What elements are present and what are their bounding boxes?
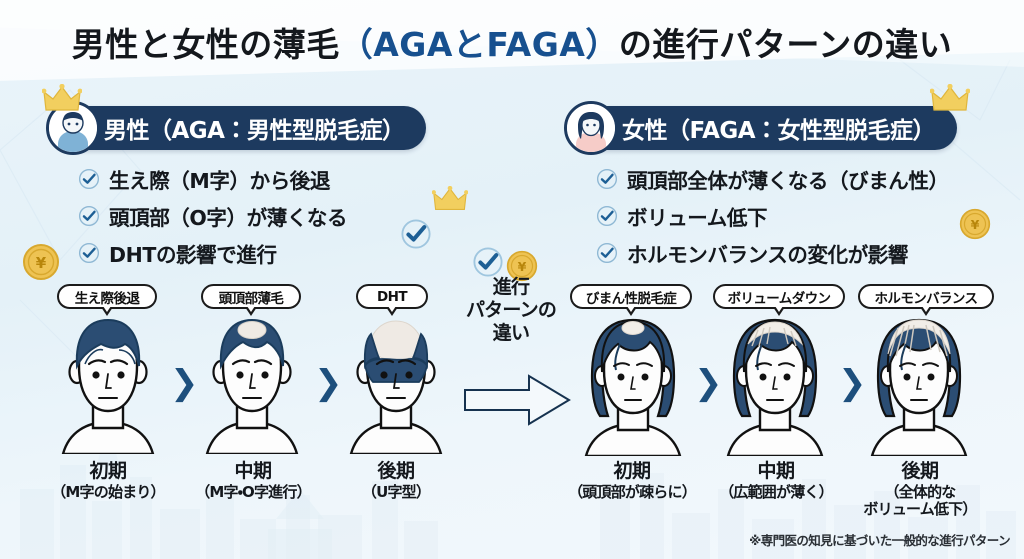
female-caption-main-2: 後期 — [901, 460, 939, 482]
check-circle-icon — [596, 168, 618, 190]
chevron-right-icon: ❯ — [694, 363, 723, 403]
male-caption-main-1: 中期 — [234, 460, 272, 482]
female-caption-0: 初期 （頭頂部が疎らに） — [556, 456, 708, 501]
male-caption-main-2: 後期 — [377, 460, 415, 482]
male-stage-tag-label-2: DHT — [377, 288, 408, 305]
chevron-right-icon: ❯ — [314, 363, 343, 403]
footnote: ※専門医の知見に基づいた一般的な進行パターン — [749, 533, 1010, 548]
center-divider-text: 進行 パターンの 違い — [452, 276, 570, 346]
crown-icon — [432, 186, 468, 210]
male-caption-main-0: 初期 — [89, 460, 127, 482]
yen-coin-icon: ¥ — [23, 244, 59, 280]
female-head-stage2-icon — [726, 318, 824, 456]
female-bullet-label-2: ホルモンバランスの変化が影響 — [627, 243, 908, 267]
male-caption-0: 初期 （M字の始まり） — [43, 456, 173, 501]
female-head-stage1-icon — [584, 318, 682, 456]
male-stage-tag-label-1: 頭頂部薄毛 — [218, 290, 284, 307]
center-line-1: 進行 — [492, 276, 530, 298]
female-stage-tag-label-2: ホルモンバランス — [874, 290, 979, 307]
female-pill-label: 女性（FAGA：女性型脱毛症） — [622, 118, 936, 144]
check-circle-icon — [401, 219, 431, 249]
male-bullet-label-2: DHTの影響で進行 — [109, 243, 277, 267]
check-circle-icon — [78, 205, 100, 227]
female-head-stage3-icon — [870, 318, 968, 456]
female-header-pill: 女性（FAGA：女性型脱毛症） — [564, 101, 958, 155]
male-head-stage1-icon — [61, 318, 155, 454]
male-bullet-label-0: 生え際（M字）から後退 — [109, 169, 330, 193]
male-stage-tag-2: DHT — [356, 284, 428, 316]
chevron-right-icon: ❯ — [838, 363, 867, 403]
female-bullet-2: ホルモンバランスの変化が影響 — [596, 238, 949, 268]
female-bullet-0: 頭頂部全体が薄くなる（びまん性） — [596, 164, 949, 194]
yen-coin-icon: ¥ — [959, 208, 991, 240]
female-stage-tag-2: ホルモンバランス — [858, 284, 994, 316]
female-stage-tag-label-1: ボリュームダウン — [727, 290, 831, 307]
svg-text:¥: ¥ — [36, 254, 47, 272]
male-caption-2: 後期 （U字型） — [333, 456, 459, 501]
yen-coin-icon: ¥ — [506, 250, 538, 282]
female-avatar — [564, 101, 618, 155]
chevron-right-icon: ❯ — [170, 363, 199, 403]
city-skyline-background — [20, 405, 1016, 559]
male-bullet-2: DHTの影響で進行 — [78, 238, 347, 268]
male-bullet-list: 生え際（M字）から後退 頭頂部（O字）が薄くなる DHTの影響で進行 — [78, 164, 348, 275]
crown-icon — [930, 84, 970, 111]
female-caption-main-1: 中期 — [757, 460, 795, 482]
male-head-stage2-icon — [205, 318, 299, 454]
page-title-part2: の進行パターンの違い — [618, 25, 953, 64]
female-bullet-list: 頭頂部全体が薄くなる（びまん性） ボリューム低下 ホルモンバランスの変化が影響 — [596, 164, 949, 275]
female-caption-sub-1: （広範囲が薄く） — [719, 483, 833, 501]
male-bullet-label-1: 頭頂部（O字）が薄くなる — [109, 206, 348, 230]
female-stage-tag-label-0: びまん性脱毛症 — [585, 290, 677, 307]
page-title: 男性と女性の薄毛（AGAとFAGA）の進行パターンの違い — [0, 18, 1024, 66]
female-stage-tag-0: びまん性脱毛症 — [570, 284, 692, 316]
female-stage-tag-1: ボリュームダウン — [713, 284, 845, 316]
page-title-part1: 男性と女性の薄毛 — [71, 25, 340, 64]
check-circle-icon — [596, 242, 618, 264]
male-stage-tag-0: 生え際後退 — [57, 284, 157, 316]
svg-text:¥: ¥ — [518, 259, 527, 274]
center-line-2: パターンの — [465, 299, 557, 322]
male-bullet-0: 生え際（M字）から後退 — [78, 164, 347, 194]
female-caption-sub-0: （頭頂部が疎らに） — [568, 483, 697, 501]
male-stage-tag-1: 頭頂部薄毛 — [201, 284, 301, 316]
check-circle-icon — [596, 205, 618, 227]
male-caption-sub-0: （M字の始まり） — [51, 483, 165, 501]
male-header-pill: 男性（AGA：男性型脱毛症） — [46, 101, 427, 155]
female-bullet-1: ボリューム低下 — [596, 201, 949, 231]
female-caption-main-0: 初期 — [613, 460, 651, 482]
female-bullet-label-1: ボリューム低下 — [627, 206, 768, 230]
female-caption-1: 中期 （広範囲が薄く） — [706, 456, 846, 501]
center-line-3: 違い — [492, 322, 530, 345]
check-circle-icon — [78, 168, 100, 190]
male-bullet-1: 頭頂部（O字）が薄くなる — [78, 201, 348, 231]
svg-text:¥: ¥ — [971, 217, 980, 232]
male-caption-sub-2: （U字型） — [361, 483, 431, 501]
male-stage-tag-label-0: 生え際後退 — [74, 290, 140, 307]
male-head-stage3-icon — [349, 320, 443, 454]
check-circle-icon — [78, 242, 100, 264]
female-caption-2: 後期 （全体的な ボリューム低下） — [852, 456, 988, 519]
crown-icon — [42, 84, 82, 111]
male-caption-1: 中期 （M字・O字進行） — [182, 456, 324, 501]
female-caption-sub-2: （全体的な ボリューム低下） — [863, 483, 977, 519]
male-caption-sub-1: （M字・O字進行） — [195, 483, 311, 501]
male-pill-label: 男性（AGA：男性型脱毛症） — [104, 118, 405, 144]
page-title-accent: （AGAとFAGA） — [339, 25, 619, 64]
right-arrow-icon — [464, 374, 571, 426]
female-bullet-label-0: 頭頂部全体が薄くなる（びまん性） — [627, 169, 949, 193]
check-circle-icon — [473, 247, 503, 277]
